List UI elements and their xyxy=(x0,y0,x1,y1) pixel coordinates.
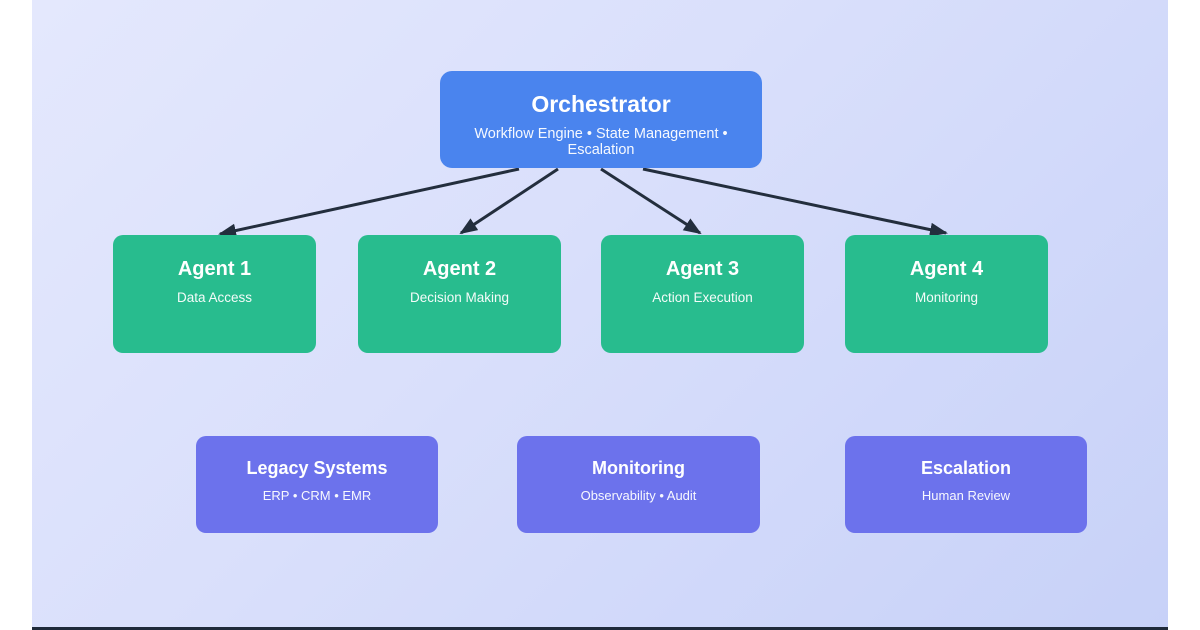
agent-2-title: Agent 2 xyxy=(422,258,497,280)
agent-2-node: Agent 2 Decision Making xyxy=(358,235,561,353)
orchestrator-subtitle: Workflow Engine • State Management • Esc… xyxy=(474,126,728,158)
agent-4-title: Agent 4 xyxy=(909,258,984,280)
monitoring-subtitle: Observability • Audit xyxy=(580,488,697,503)
agent-3-node: Agent 3 Action Execution xyxy=(601,235,804,353)
bottom-dark-edge xyxy=(32,627,1168,630)
agent-3-title: Agent 3 xyxy=(665,258,740,280)
escalation-subtitle: Human Review xyxy=(921,488,1011,503)
escalation-node: Escalation Human Review xyxy=(845,436,1087,533)
monitoring-title: Monitoring xyxy=(592,458,685,478)
escalation-title: Escalation xyxy=(920,458,1012,478)
legacy-systems-title: Legacy Systems xyxy=(246,458,388,478)
agent-4-subtitle: Monitoring xyxy=(914,290,979,305)
agent-3-subtitle: Action Execution xyxy=(652,290,753,305)
orchestrator-title: Orchestrator xyxy=(531,91,671,117)
monitoring-node: Monitoring Observability • Audit xyxy=(517,436,760,533)
legacy-systems-node: Legacy Systems ERP • CRM • EMR xyxy=(196,436,438,533)
agent-4-node: Agent 4 Monitoring xyxy=(845,235,1048,353)
agent-1-node: Agent 1 Data Access xyxy=(113,235,316,353)
agent-2-subtitle: Decision Making xyxy=(409,290,510,305)
legacy-systems-subtitle: ERP • CRM • EMR xyxy=(262,488,372,503)
agent-1-subtitle: Data Access xyxy=(176,290,253,305)
agent-1-title: Agent 1 xyxy=(177,258,252,280)
orchestrator-node: Orchestrator Workflow Engine • State Man… xyxy=(440,71,762,168)
